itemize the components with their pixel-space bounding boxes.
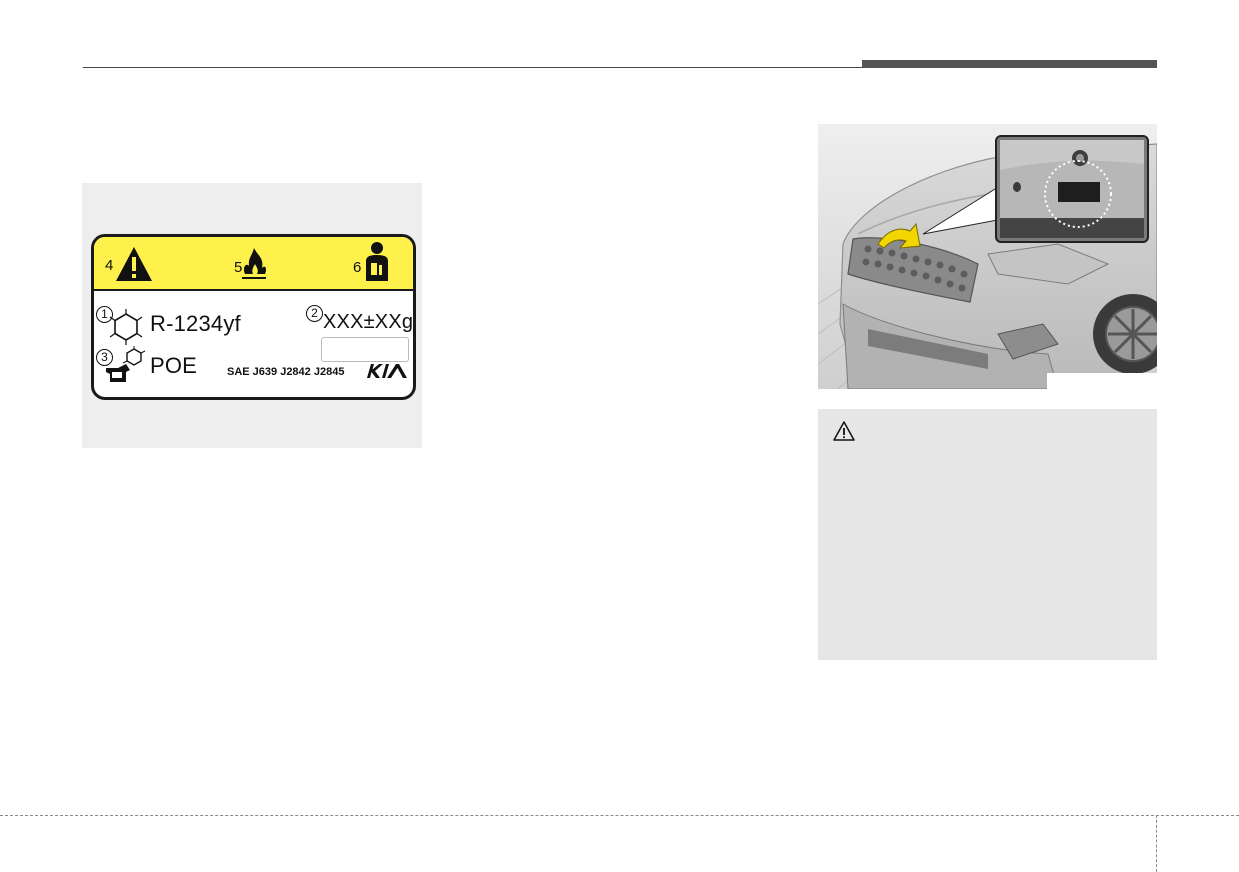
label-number-6: 6: [353, 259, 362, 276]
label-number-2: 2: [306, 304, 323, 322]
label-location-inset: [995, 135, 1149, 243]
label-number-1: 1: [96, 305, 113, 323]
flammable-icon: [242, 248, 266, 279]
oil-type: POE: [150, 353, 198, 378]
refrigerant-type: R-1234yf: [150, 311, 241, 336]
label-number-3: 3: [96, 348, 113, 366]
label-blank-field: [321, 337, 409, 362]
refrigerant-molecule-icon: [109, 309, 143, 345]
car-front-illustration: [818, 124, 1157, 389]
footer-divider: [1156, 815, 1157, 872]
car-front-photo: [818, 124, 1157, 389]
footer-rule: [0, 815, 1239, 816]
label-number-5: 5: [234, 259, 243, 276]
sae-standards: SAE J639 J2842 J2845: [227, 366, 345, 378]
kia-logo: [367, 364, 407, 378]
refrigerant-amount: XXX±XXg: [323, 311, 414, 333]
warning-triangle-icon: [833, 421, 855, 441]
label-number-4: 4: [105, 257, 114, 274]
oil-can-icon: [106, 346, 146, 382]
service-technician-icon: [366, 242, 388, 281]
label-hazard-band: 4 5 6: [94, 237, 413, 291]
refrigerant-label: 4 5 6 1: [91, 234, 416, 400]
refrigerant-label-figure: 4 5 6 1: [82, 183, 422, 448]
header-tab: [862, 60, 1157, 68]
warning-box: [818, 409, 1157, 660]
caution-triangle-icon: [116, 247, 152, 281]
header-rule: [83, 67, 1157, 68]
